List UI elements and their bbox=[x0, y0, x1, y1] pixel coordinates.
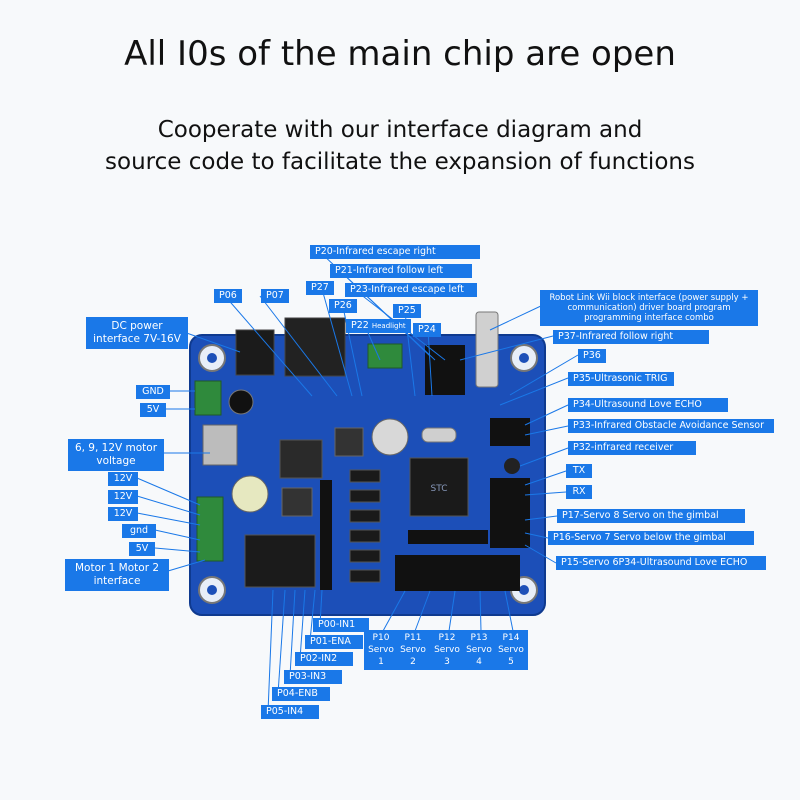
label-p07: P07 bbox=[261, 289, 289, 303]
capacitor-2 bbox=[371, 418, 409, 456]
inductor-1 bbox=[334, 427, 364, 457]
servo-pin: P14 bbox=[502, 633, 520, 643]
inductor-2 bbox=[281, 487, 313, 517]
label-p26: P26 bbox=[329, 299, 357, 313]
label-p22-pin: P22 bbox=[351, 320, 369, 331]
main-chip-marking: STC bbox=[431, 484, 448, 494]
servo-name: Servo 1 bbox=[368, 645, 394, 667]
label-p34: P34-Ultrasound Love ECHO bbox=[568, 398, 728, 412]
resistor-array bbox=[349, 469, 381, 583]
label-p04: P04-ENB bbox=[272, 687, 330, 701]
regulator-2 bbox=[279, 439, 323, 479]
servo-pin: P11 bbox=[404, 633, 422, 643]
servo-label-1: P10 Servo 1 bbox=[364, 630, 398, 670]
label-p24: P24 bbox=[413, 323, 441, 337]
label-p21: P21-Infrared follow left bbox=[330, 264, 472, 278]
page-title: All I0s of the main chip are open bbox=[124, 34, 676, 74]
label-dc-power: DC power interface 7V-16V bbox=[86, 317, 188, 349]
servo-label-2: P11 Servo 2 bbox=[396, 630, 430, 670]
subtitle-line-1: Cooperate with our interface diagram and bbox=[157, 117, 643, 143]
motor-driver-chip bbox=[244, 534, 316, 588]
label-p35: P35-Ultrasonic TRIG bbox=[568, 372, 674, 386]
subtitle-line-2: source code to facilitate the expansion … bbox=[105, 149, 695, 175]
label-p06: P06 bbox=[214, 289, 242, 303]
leader-lines bbox=[136, 251, 579, 713]
crystal bbox=[421, 427, 457, 443]
label-p22-sub: Headlight bbox=[371, 322, 406, 330]
label-12v-c: 12V bbox=[108, 507, 138, 521]
servo-pin: P12 bbox=[438, 633, 456, 643]
ir-receiver bbox=[504, 458, 520, 474]
capacitor-3 bbox=[231, 475, 269, 513]
page-subtitle: Cooperate with our interface diagram and… bbox=[0, 114, 800, 178]
servo-label-3: P12 Servo 3 bbox=[430, 630, 464, 670]
servo-pin: P10 bbox=[372, 633, 390, 643]
servo-name: Servo 2 bbox=[400, 645, 426, 667]
servo-pin: P13 bbox=[470, 633, 488, 643]
dc-jack bbox=[235, 329, 275, 376]
label-rx: RX bbox=[566, 485, 592, 499]
capacitor-1 bbox=[228, 389, 254, 415]
label-p32: P32-infrared receiver bbox=[568, 441, 696, 455]
label-p33: P33-Infrared Obstacle Avoidance Sensor bbox=[568, 419, 774, 433]
label-p36: P36 bbox=[578, 349, 606, 363]
usb-connector bbox=[475, 311, 499, 388]
label-p05: P05-IN4 bbox=[261, 705, 319, 719]
label-motor-interface: Motor 1 Motor 2 interface bbox=[65, 559, 169, 591]
terminal-top-right bbox=[367, 343, 403, 369]
label-tx: TX bbox=[566, 464, 592, 478]
label-12v-b: 12V bbox=[108, 490, 138, 504]
label-robot-link: Robot Link Wii block interface (power su… bbox=[540, 290, 758, 326]
label-p22: P22 Headlight bbox=[346, 319, 411, 333]
label-gnd-top: GND bbox=[136, 385, 170, 399]
label-p03: P03-IN3 bbox=[284, 670, 342, 684]
label-motor-voltage: 6, 9, 12V motor voltage bbox=[68, 439, 164, 471]
servo-name: Servo 4 bbox=[466, 645, 492, 667]
servo-label-5: P14 Servo 5 bbox=[494, 630, 528, 670]
label-p15: P15-Servo 6P34-Ultrasound Love ECHO bbox=[556, 556, 766, 570]
servo-name: Servo 3 bbox=[434, 645, 460, 667]
label-p00: P00-IN1 bbox=[313, 618, 369, 632]
label-p02: P02-IN2 bbox=[295, 652, 353, 666]
label-p01: P01-ENA bbox=[305, 635, 363, 649]
regulator bbox=[202, 424, 238, 466]
power-switch bbox=[284, 317, 346, 377]
servo-label-4: P13 Servo 4 bbox=[462, 630, 496, 670]
servo-name: Servo 5 bbox=[498, 645, 524, 667]
terminal-left-motor bbox=[196, 496, 224, 562]
label-p27: P27 bbox=[306, 281, 334, 295]
label-gnd-bottom: gnd bbox=[122, 524, 156, 538]
label-p37: P37-Infrared follow right bbox=[553, 330, 709, 344]
label-5v-bottom: 5V bbox=[129, 542, 155, 556]
label-p25: P25 bbox=[393, 304, 421, 318]
label-p23: P23-Infrared escape left bbox=[345, 283, 477, 297]
terminal-left-gnd bbox=[194, 380, 222, 416]
main-chip bbox=[409, 457, 469, 517]
label-p16: P16-Servo 7 Servo below the gimbal bbox=[548, 531, 754, 545]
label-12v-a: 12V bbox=[108, 472, 138, 486]
label-p20: P20-Infrared escape right bbox=[310, 245, 480, 259]
label-5v-top: 5V bbox=[140, 403, 166, 417]
label-p17: P17-Servo 8 Servo on the gimbal bbox=[557, 509, 745, 523]
